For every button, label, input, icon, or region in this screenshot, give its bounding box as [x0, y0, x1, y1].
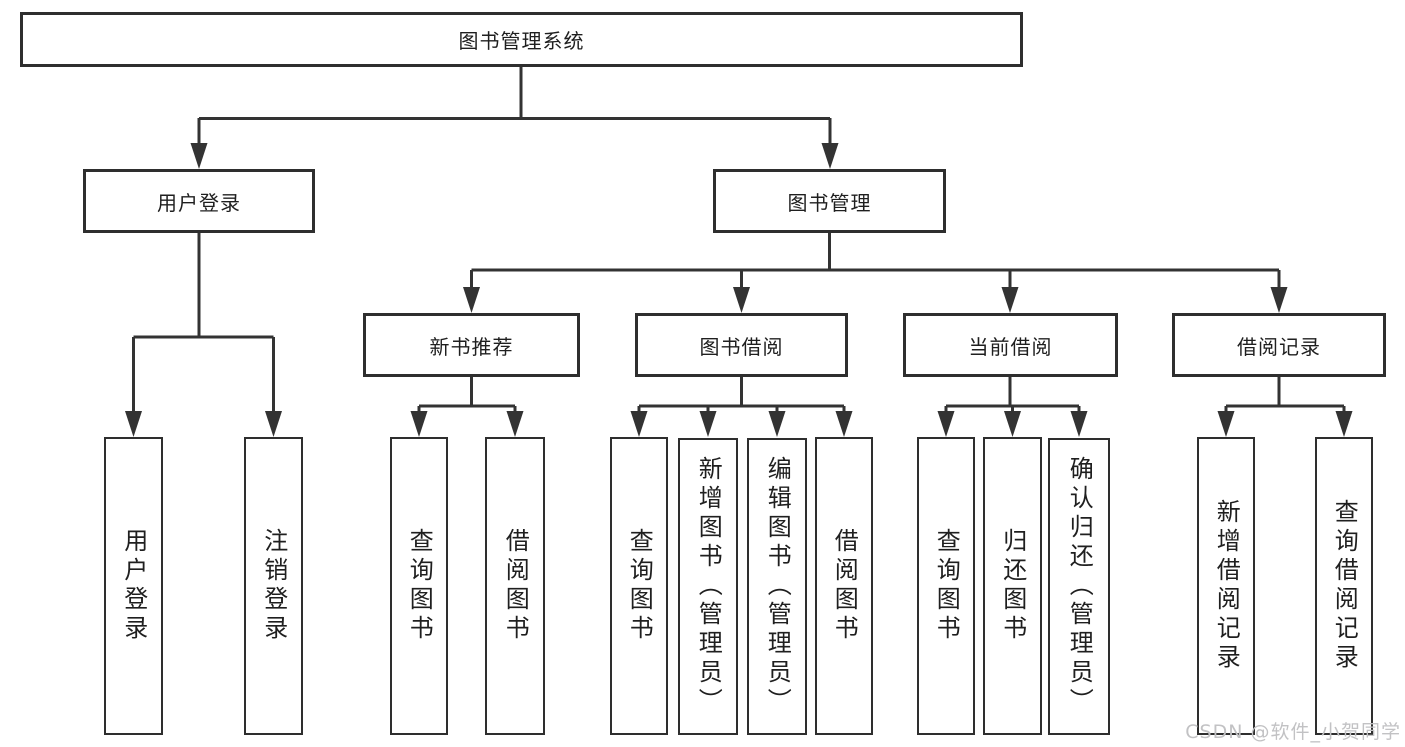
arrow-icon	[768, 411, 786, 437]
node-book-management: 图书管理	[713, 169, 946, 233]
leaf-return-book: 归还图书	[983, 437, 1042, 735]
leaf-add-borrow-record: 新增借阅记录	[1197, 437, 1255, 735]
arrow-icon	[1270, 287, 1288, 313]
node-borrow-records: 借阅记录	[1172, 313, 1386, 377]
leaf-query-books-borrow: 查询图书	[610, 437, 668, 735]
leaf-edit-book-admin: 编辑图书（管理员）	[747, 438, 807, 735]
arrow-icon	[699, 411, 717, 437]
node-current-borrow: 当前借阅	[903, 313, 1118, 377]
leaf-user-login: 用户登录	[104, 437, 163, 735]
arrow-icon	[506, 411, 524, 437]
arrow-icon	[1004, 411, 1021, 437]
arrow-icon	[125, 411, 142, 437]
arrow-icon	[1001, 287, 1019, 313]
arrow-icon	[190, 143, 208, 169]
node-new-book-recommend: 新书推荐	[363, 313, 580, 377]
leaf-query-borrow-record: 查询借阅记录	[1315, 437, 1373, 735]
arrow-icon	[937, 411, 955, 437]
leaf-borrow-books-recommend: 借阅图书	[485, 437, 545, 735]
arrow-icon	[410, 411, 428, 437]
leaf-logout: 注销登录	[244, 437, 303, 735]
leaf-borrow-books: 借阅图书	[815, 437, 873, 735]
leaf-query-books-recommend: 查询图书	[390, 437, 448, 735]
node-book-borrow: 图书借阅	[635, 313, 848, 377]
arrow-icon	[463, 287, 480, 313]
node-root-system: 图书管理系统	[20, 12, 1023, 67]
leaf-query-books-current: 查询图书	[917, 437, 975, 735]
arrow-icon	[265, 411, 282, 437]
arrow-icon	[1217, 411, 1235, 437]
arrow-icon	[1070, 411, 1088, 437]
leaf-confirm-return-admin: 确认归还（管理员）	[1048, 438, 1110, 735]
leaf-add-book-admin: 新增图书（管理员）	[678, 438, 738, 735]
arrow-icon	[821, 143, 839, 169]
node-user-login: 用户登录	[83, 169, 315, 233]
csdn-watermark: CSDN @软件_小贺同学	[1185, 721, 1401, 743]
arrow-icon	[630, 411, 648, 437]
arrow-icon	[733, 287, 750, 313]
arrow-icon	[1335, 411, 1353, 437]
arrow-icon	[835, 411, 853, 437]
